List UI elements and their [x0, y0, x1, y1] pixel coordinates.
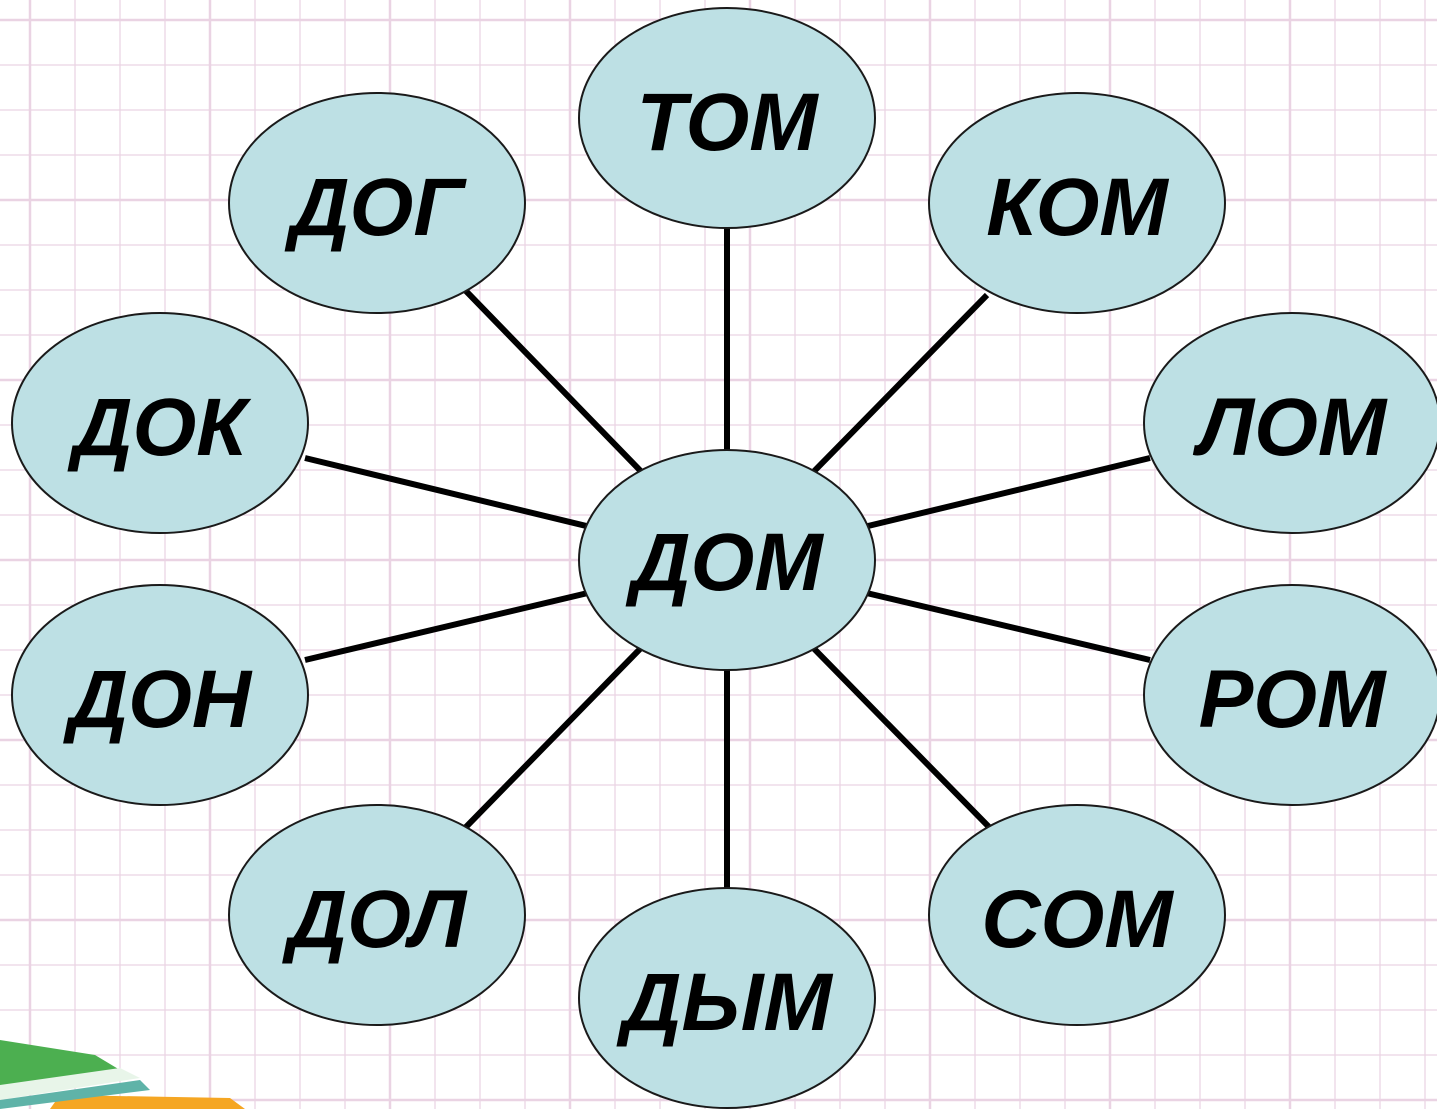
node-rom-label: РОМ — [1199, 654, 1387, 745]
node-kom-ellipse — [928, 92, 1226, 314]
node-tom: ТОМ — [578, 7, 876, 229]
book-green-pages — [0, 1068, 140, 1100]
node-dok: ДОК — [11, 312, 309, 534]
node-som: СОМ — [928, 804, 1226, 1026]
node-tom-ellipse — [578, 7, 876, 229]
node-don: ДОН — [11, 584, 309, 806]
center-node: ДОМ — [578, 449, 876, 671]
node-dok-ellipse — [11, 312, 309, 534]
node-dym-label: ДЫМ — [616, 957, 833, 1048]
book-orange-cover — [50, 1095, 245, 1109]
center-node-label: ДОМ — [625, 517, 824, 608]
book-green-cover — [0, 1040, 120, 1090]
node-som-ellipse — [928, 804, 1226, 1026]
node-kom-label: КОМ — [986, 162, 1169, 253]
node-dog-ellipse — [228, 92, 526, 314]
node-dym-ellipse — [578, 887, 876, 1109]
book-stack-icon — [0, 1040, 245, 1109]
node-rom-ellipse — [1143, 584, 1437, 806]
node-rom: РОМ — [1143, 584, 1437, 806]
node-dol-label: ДОЛ — [282, 874, 468, 965]
node-lom: ЛОМ — [1143, 312, 1437, 534]
node-dog-label: ДОГ — [284, 162, 467, 253]
node-dol: ДОЛ — [228, 804, 526, 1026]
node-dok-label: ДОК — [67, 382, 252, 473]
node-dol-ellipse — [228, 804, 526, 1026]
center-node-ellipse — [578, 449, 876, 671]
node-tom-label: ТОМ — [636, 77, 819, 168]
node-lom-label: ЛОМ — [1193, 382, 1388, 473]
node-don-label: ДОН — [63, 654, 253, 745]
node-dog: ДОГ — [228, 92, 526, 314]
node-don-ellipse — [11, 584, 309, 806]
node-som-label: СОМ — [981, 874, 1174, 965]
node-lom-ellipse — [1143, 312, 1437, 534]
node-kom: КОМ — [928, 92, 1226, 314]
book-teal-edge — [0, 1080, 150, 1109]
node-dym: ДЫМ — [578, 887, 876, 1109]
